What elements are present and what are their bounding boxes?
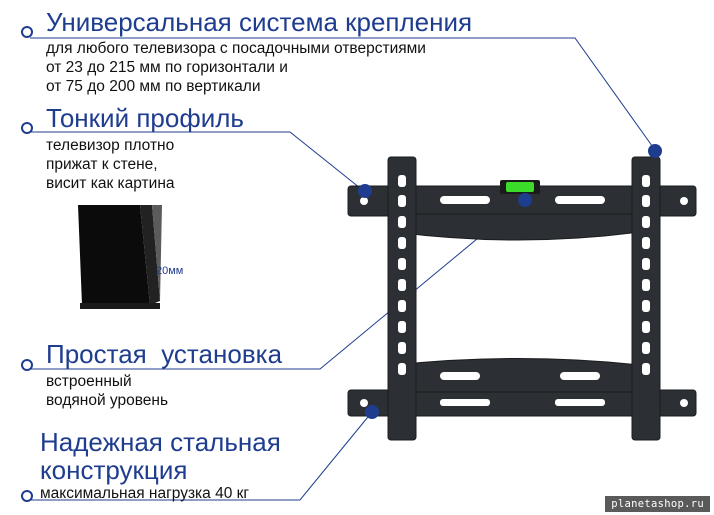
pointer-dot-icon (358, 184, 372, 198)
feature-title-thin-profile: Тонкий профиль (46, 103, 244, 133)
bullet-ring-icon (21, 490, 33, 502)
bullet-ring-icon (21, 359, 33, 371)
feature-description-steel-construction: максимальная нагрузка 40 кг (40, 485, 250, 502)
bullet-ring-icon (21, 122, 33, 134)
pointer-dot-icon (365, 405, 379, 419)
thickness-label: 20мм (156, 265, 184, 277)
feature-title-easy-install: Простая установка (46, 339, 283, 369)
feature-title-mounting-system: Универсальная система крепления (46, 7, 473, 37)
feature-description-easy-install: встроенный водяной уровень (46, 373, 169, 409)
feature-title-steel-construction: Надежная стальная конструкция (40, 427, 281, 485)
pointer-dot-icon (518, 193, 532, 207)
pointer-dot-icon (648, 144, 662, 158)
feature-description-mounting-system: для любого телевизора с посадочными отве… (46, 40, 426, 95)
bullet-ring-icon (21, 26, 33, 38)
feature-description-thin-profile: телевизор плотно прижат к стене, висит к… (46, 137, 175, 192)
watermark: planetashop.ru (605, 496, 710, 512)
thin-profile-thumbnail (70, 205, 198, 313)
